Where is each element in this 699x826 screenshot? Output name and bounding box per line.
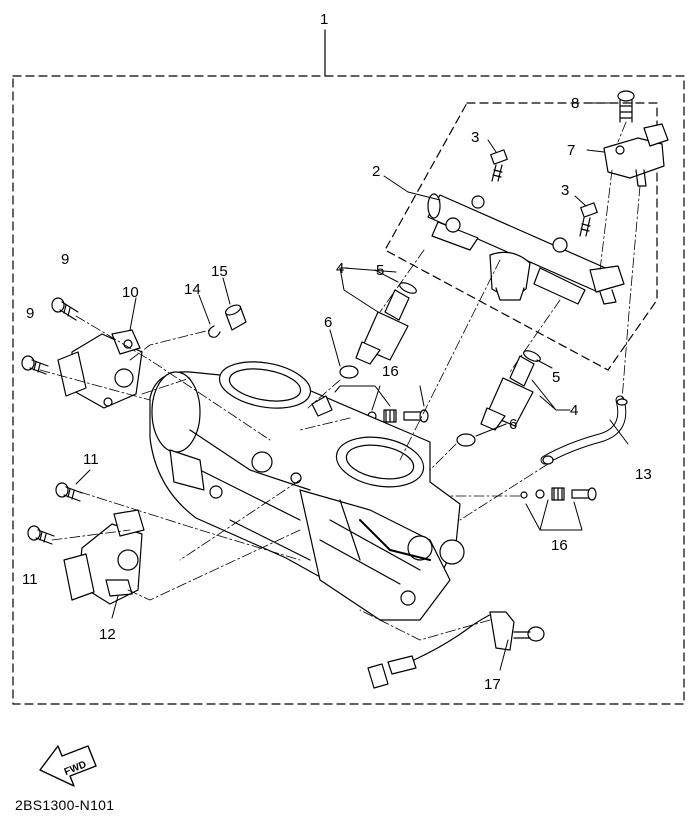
- callout-2: 2: [372, 163, 381, 180]
- callout-4-lower: 4: [570, 402, 579, 419]
- screw-part-9-lower: [21, 355, 49, 375]
- seal-part-6-upper: [339, 365, 359, 379]
- callout-7: 7: [567, 142, 576, 159]
- injector-lower: [480, 350, 541, 431]
- sensor-part-12: [63, 509, 145, 605]
- callout-16-upper: 16: [382, 363, 399, 380]
- hose-part-13: [540, 395, 628, 465]
- callout-5-lower: 5: [552, 369, 561, 386]
- callout-3-lower: 3: [561, 182, 570, 199]
- callout-12: 12: [99, 626, 116, 643]
- callout-9-upper: 9: [61, 251, 70, 268]
- callout-9-lower: 9: [26, 305, 35, 322]
- callout-6-upper: 6: [324, 314, 333, 331]
- screw-part-9-upper: [51, 297, 79, 321]
- diagram-code: 2BS1300-N101: [15, 797, 115, 813]
- callout-15: 15: [211, 263, 228, 280]
- callout-13: 13: [635, 466, 652, 483]
- callout-1: 1: [320, 11, 329, 28]
- callout-11-lower: 11: [22, 571, 38, 588]
- callout-3-upper: 3: [471, 129, 480, 146]
- throttle-body: [149, 361, 465, 621]
- screw-part-11-lower: [27, 525, 55, 545]
- bolt-part-3-lower: [579, 202, 598, 237]
- callout-8: 8: [571, 95, 580, 112]
- alignment-lines: [39, 121, 641, 641]
- fuel-rail: [427, 193, 625, 305]
- callout-5-upper: 5: [376, 262, 385, 279]
- cap-part-15: [224, 304, 247, 331]
- fuel-rail-subassembly-frame: [384, 102, 658, 371]
- callout-14: 14: [184, 281, 201, 298]
- screw-set-part-16-upper: [352, 409, 429, 423]
- sensor-part-7: [603, 123, 669, 187]
- fwd-arrow-icon: FWD: [39, 745, 97, 787]
- callout-11-upper: 11: [83, 451, 99, 468]
- clip-part-14: [208, 325, 221, 338]
- injector-upper: [355, 282, 417, 365]
- callout-16-lower: 16: [551, 537, 568, 554]
- screw-part-11-upper: [55, 482, 83, 502]
- callout-17: 17: [484, 676, 501, 693]
- sensor-part-10: [57, 329, 143, 409]
- screw-set-part-16-lower: [520, 487, 597, 501]
- screw-part-8: [617, 90, 635, 123]
- callout-6-lower: 6: [509, 416, 518, 433]
- wire-harness-part-17: [367, 611, 545, 689]
- bolt-part-3-upper: [490, 149, 508, 182]
- callout-4-upper: 4: [336, 260, 345, 277]
- seal-part-6-lower: [456, 433, 476, 447]
- leader-lines: [75, 102, 629, 671]
- callout-10: 10: [122, 284, 139, 301]
